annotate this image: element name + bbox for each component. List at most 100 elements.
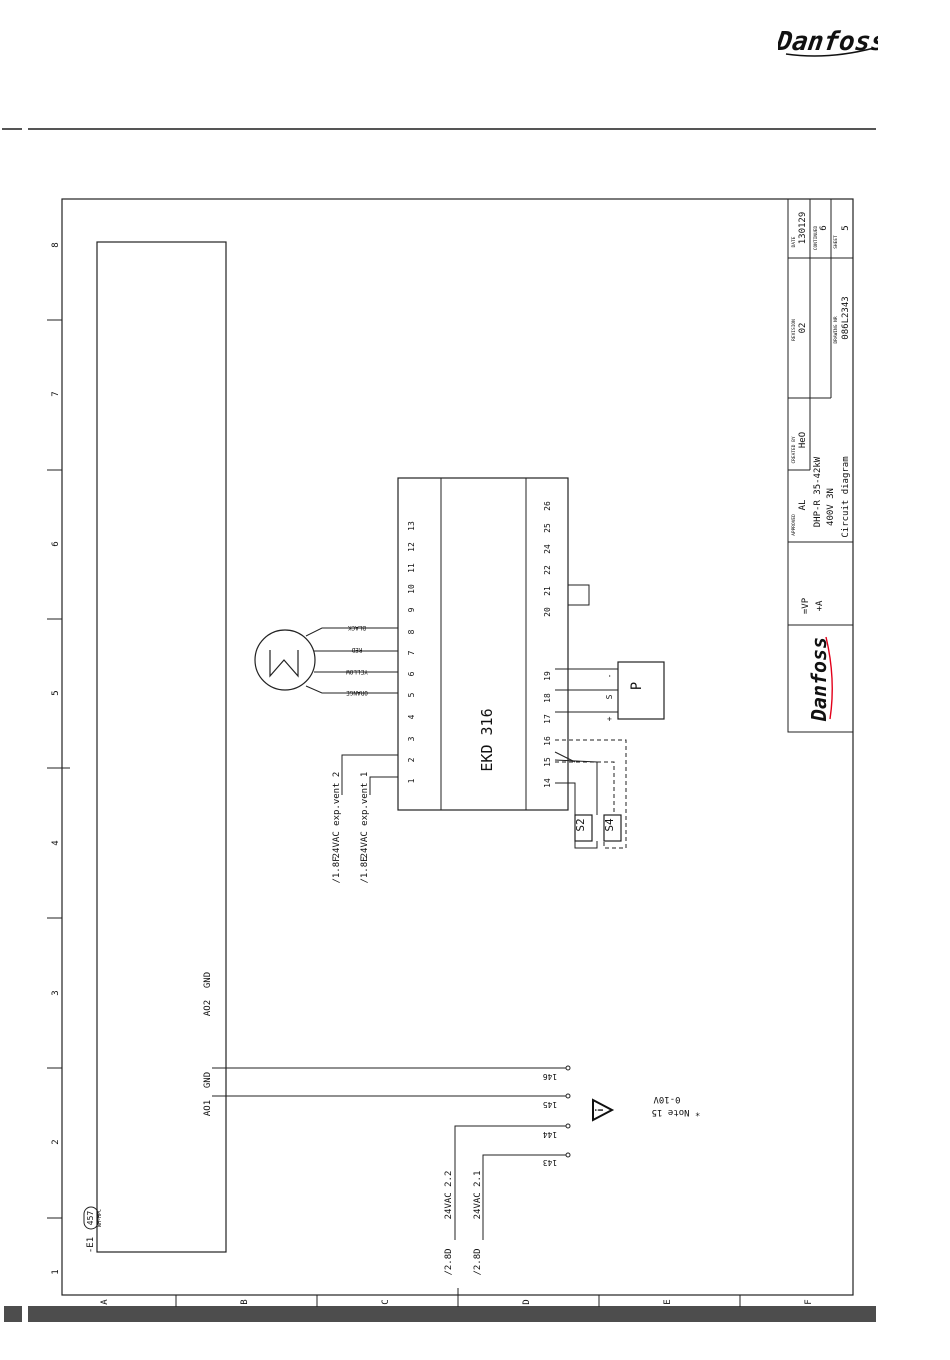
tb-created-by: HeO bbox=[798, 432, 808, 448]
row-label: 6 bbox=[51, 541, 61, 546]
controller-terminal: 8 bbox=[407, 629, 416, 634]
main-module-badge-outline bbox=[83, 1206, 99, 1230]
controller-terminal: 18 bbox=[543, 693, 552, 703]
controller-terminal: 16 bbox=[543, 736, 552, 746]
supply-label: 24VAC exp.vent 1 bbox=[360, 772, 370, 859]
column-label: D bbox=[522, 1299, 532, 1304]
tb-continued: 6 bbox=[819, 225, 829, 230]
controller-terminal: 2 bbox=[407, 757, 416, 762]
controller-terminal: 9 bbox=[407, 607, 416, 612]
controller-terminal: 25 bbox=[543, 523, 552, 533]
tb-created-by-label: CREATED BY bbox=[791, 436, 797, 463]
danfoss-logo: Danfoss bbox=[778, 27, 878, 57]
controller-terminal: 21 bbox=[543, 586, 552, 596]
sensor-s2 bbox=[574, 814, 593, 842]
row-label: 2 bbox=[51, 1139, 61, 1144]
row-label: 4 bbox=[51, 840, 61, 845]
motor-wire-label: ORANGE bbox=[346, 689, 368, 696]
motor-wire-label: BLACK bbox=[348, 624, 366, 631]
row-label: 1 bbox=[51, 1269, 61, 1274]
main-module-block bbox=[96, 241, 227, 1253]
ao1-label: AO1 bbox=[203, 1100, 213, 1116]
controller-terminal: 11 bbox=[407, 563, 416, 573]
tb-sheet: 5 bbox=[841, 225, 851, 230]
controller-terminal: 1 bbox=[407, 778, 416, 783]
controller-terminal: 14 bbox=[543, 778, 552, 788]
tb-sheet-label: SHEET bbox=[833, 235, 839, 249]
pressure-signal: S bbox=[605, 694, 614, 699]
gnd2-label: GND bbox=[203, 972, 213, 988]
column-label: A bbox=[100, 1299, 110, 1305]
supply-lower-ref: /2.8D bbox=[473, 1248, 483, 1275]
supply-lower-label: 24VAC 2.1 bbox=[473, 1171, 483, 1220]
stepper-motor bbox=[254, 629, 316, 691]
header-rule bbox=[28, 128, 876, 130]
pressure-label: P bbox=[629, 682, 645, 690]
motor-wire-label: YELLOW bbox=[346, 668, 368, 675]
column-label: F bbox=[804, 1299, 814, 1304]
main-module-sublabel: WH-HPC bbox=[97, 1209, 103, 1227]
controller-terminal: 20 bbox=[543, 607, 552, 617]
pressure-plus: + bbox=[605, 716, 614, 721]
controller-terminal: 15 bbox=[543, 757, 552, 767]
main-module-badge: 457 bbox=[86, 1211, 95, 1226]
tb-title-line-1: DHP-R 35-42kW bbox=[813, 456, 823, 527]
drawing-frame bbox=[61, 198, 854, 1296]
terminal-label: 146 bbox=[543, 1072, 558, 1081]
gnd1-label: GND bbox=[203, 1072, 213, 1088]
tb-drawing-nr: 086L2343 bbox=[841, 296, 851, 339]
ao2-label: AO2 bbox=[203, 1000, 213, 1016]
controller-terminal: 3 bbox=[407, 736, 416, 741]
supply-lower-label: 24VAC 2.2 bbox=[444, 1171, 454, 1220]
controller-terminal: 4 bbox=[407, 714, 416, 719]
controller-terminal: 26 bbox=[543, 501, 552, 511]
terminal-label: 145 bbox=[543, 1100, 558, 1109]
header-rule-left bbox=[2, 128, 22, 130]
sensor-s4-label: S4 bbox=[603, 818, 616, 832]
supply-ref: /1.8F bbox=[332, 856, 342, 883]
tb-vp: =VP bbox=[801, 597, 811, 614]
pressure-minus: - bbox=[605, 674, 614, 679]
controller-terminal: 5 bbox=[407, 692, 416, 697]
supply-ref: /1.8E bbox=[360, 856, 370, 883]
controller-terminal: 10 bbox=[407, 584, 416, 594]
controller-terminal: 22 bbox=[543, 565, 552, 575]
row-label: 7 bbox=[51, 391, 61, 396]
column-label: B bbox=[240, 1299, 250, 1304]
tb-revision: 02 bbox=[798, 323, 808, 334]
controller-terminal: 24 bbox=[543, 544, 552, 554]
footer-bar bbox=[28, 1306, 876, 1322]
tb-date-label: DATE bbox=[791, 236, 797, 247]
footer-bar-left bbox=[4, 1306, 22, 1322]
tb-approved-label: APPROVED bbox=[791, 514, 797, 536]
terminal-label: 143 bbox=[543, 1158, 558, 1167]
title-block-logo-wordmark: Danfoss bbox=[807, 637, 831, 722]
title-block-logo: Danfoss bbox=[807, 636, 833, 722]
row-label: 8 bbox=[51, 242, 61, 247]
row-label: 3 bbox=[51, 990, 61, 995]
tb-plus-a: +A bbox=[815, 600, 825, 611]
sensor-s4 bbox=[603, 814, 622, 842]
warning-icon: ! bbox=[592, 1098, 615, 1122]
main-module-ref: -E1 bbox=[86, 1237, 96, 1253]
controller-terminal: 19 bbox=[543, 671, 552, 681]
tb-date: 130129 bbox=[798, 212, 808, 245]
tb-title-line-2: 400V 3N bbox=[826, 488, 836, 526]
column-label: E bbox=[663, 1299, 673, 1304]
tb-approved: AL bbox=[798, 500, 808, 511]
supply-lower-ref: /2.8D bbox=[444, 1248, 454, 1275]
controller-name: EKD 316 bbox=[478, 708, 496, 771]
ekd316-controller bbox=[397, 477, 569, 811]
controller-terminal: 7 bbox=[407, 650, 416, 655]
supply-label: 24VAC exp.vent 2 bbox=[332, 772, 342, 859]
row-label: 5 bbox=[51, 690, 61, 695]
svg-text:!: ! bbox=[592, 1107, 605, 1114]
controller-terminal: 17 bbox=[543, 714, 552, 724]
tb-drawing-nr-label: DRAWING NR bbox=[833, 316, 839, 343]
logo-wordmark: Danfoss bbox=[778, 27, 878, 57]
sensor-s2-label: S2 bbox=[574, 818, 587, 831]
column-label: C bbox=[381, 1299, 391, 1304]
note-line-2: 0-10V bbox=[653, 1094, 681, 1104]
terminal-label: 144 bbox=[543, 1130, 558, 1139]
